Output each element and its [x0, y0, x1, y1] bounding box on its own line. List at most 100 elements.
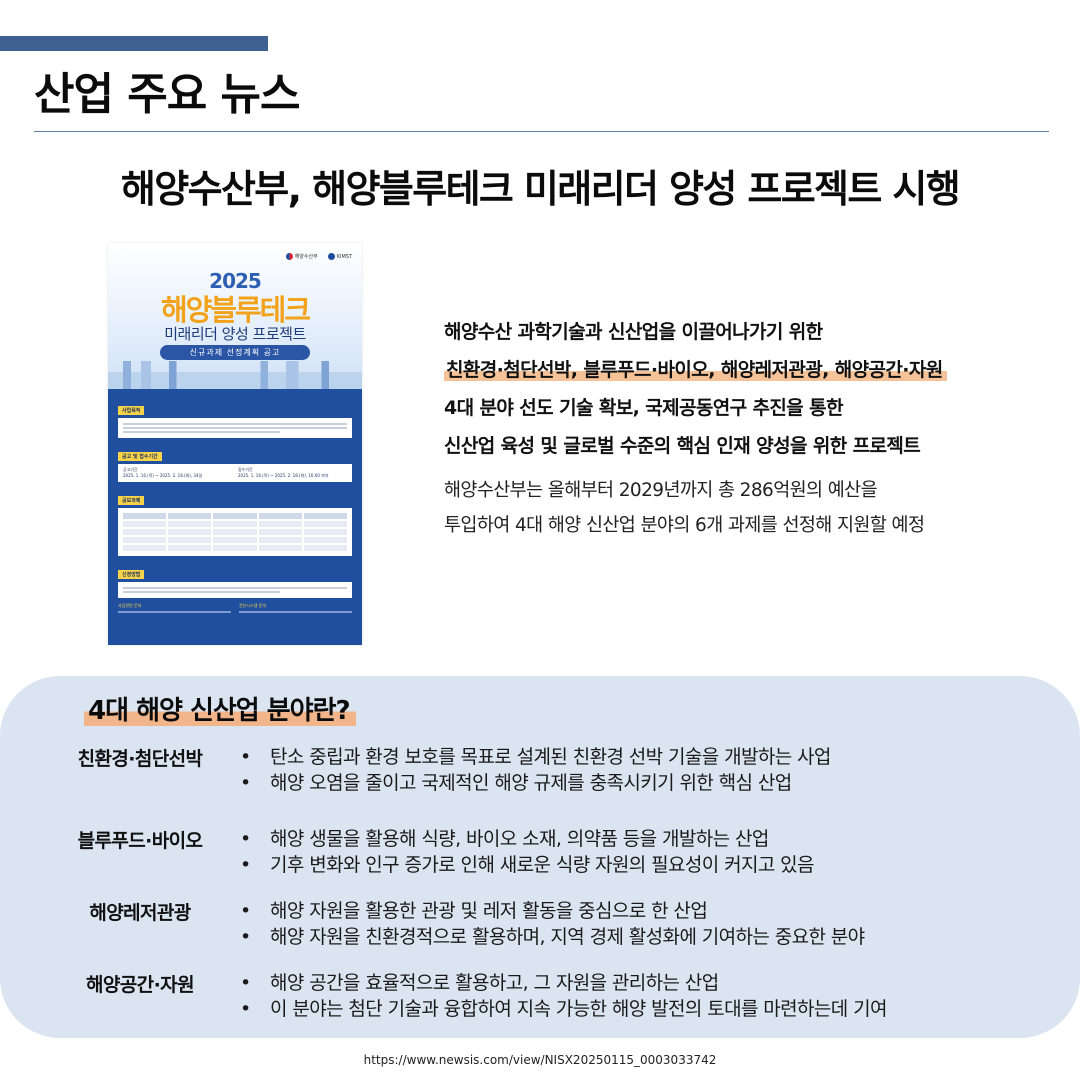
table-cell [303, 545, 348, 551]
table-cell [258, 545, 302, 551]
table-cell [168, 537, 212, 543]
poster-section-method: 신청방법 [118, 570, 145, 579]
poster-contact-system: 전산시스템 문의 [239, 603, 352, 615]
table-cell [213, 545, 257, 551]
table-cell [213, 537, 257, 543]
intro-line-3: 4대 분야 선도 기술 확보, 국제공동연구 추진을 통한 [444, 397, 844, 419]
poster-table-row [123, 521, 348, 527]
poster-notice-pill: 신규과제 선정계획 공고 [160, 345, 310, 360]
poster-table-header [123, 513, 348, 519]
field-item: 이 분야는 첨단 기술과 융합하여 지속 가능한 해양 발전의 토대를 마련하는… [240, 996, 887, 1022]
contact-biz-label: 사업관련 문의 [118, 603, 142, 608]
headline: 해양수산부, 해양블루테크 미래리더 양성 프로젝트 시행 [120, 167, 961, 211]
table-cell [258, 537, 302, 543]
kimst-logo: KIMST [327, 253, 352, 260]
field-item: 해양 오염을 줄이고 국제적인 해양 규제를 충족시키기 위한 핵심 산업 [240, 770, 831, 796]
description-line-2: 투입하여 4대 해양 신산업 분야의 6개 과제를 선정해 지원할 예정 [444, 515, 925, 536]
top-accent-bar [0, 36, 268, 51]
table-cell [123, 545, 167, 551]
section-title: 산업 주요 뉴스 [34, 69, 301, 120]
receipt-period-value: 2025. 1. 16.(목) ~ 2025. 2. 18.(화), 16:00… [238, 473, 329, 478]
intro-text: 해양수산 과학기술과 신산업을 이끌어나가기 위한 친환경·첨단선박, 블루푸드… [444, 313, 947, 465]
poster-text-line [239, 611, 352, 613]
poster-receipt-period: 접수기간 2025. 1. 16.(목) ~ 2025. 2. 18.(화), … [238, 467, 347, 479]
field-items: 해양 자원을 활용한 관광 및 레저 활동을 중심으로 한 산업 해양 자원을 … [240, 898, 865, 950]
table-cell [168, 545, 212, 551]
kimst-logo-text: KIMST [336, 253, 352, 260]
table-cell [168, 513, 212, 519]
poster-table-row [123, 537, 348, 543]
field-name: 친환경·첨단선박 [77, 748, 203, 770]
table-cell [123, 513, 167, 519]
poster-section-tasks: 공모과제 [118, 496, 145, 505]
intro-line-1: 해양수산 과학기술과 신산업을 이끌어나가기 위한 [444, 321, 823, 343]
poster-purpose-box [118, 418, 352, 438]
table-cell [213, 521, 257, 527]
intro-line-2: 친환경·첨단선박, 블루푸드·바이오, 해양레저관광, 해양공간·자원 [444, 351, 947, 389]
receipt-period-label: 접수기간 [238, 467, 253, 472]
table-cell [303, 521, 348, 527]
notice-period-label: 공고기간 [123, 467, 138, 472]
poster-text-line [123, 431, 280, 433]
poster-table-row [123, 529, 348, 535]
poster-period-box: 공고기간 2025. 1. 16.(목) ~ 2025. 2. 18.(화), … [118, 464, 352, 482]
field-items: 탄소 중립과 환경 보호를 목표로 설계된 친환경 선박 기술을 개발하는 사업… [240, 744, 831, 796]
field-name: 해양레저관광 [89, 902, 191, 924]
notice-period-value: 2025. 1. 16.(목) ~ 2025. 2. 18.(화), 34일 [123, 473, 203, 478]
table-cell [123, 529, 167, 535]
table-cell [258, 529, 302, 535]
field-item: 해양 자원을 친환경적으로 활용하며, 지역 경제 활성화에 기여하는 중요한 … [240, 924, 865, 950]
poster-task-table [118, 508, 352, 556]
budget-description: 해양수산부는 올해부터 2029년까지 총 286억원의 예산을 투입하여 4대… [444, 473, 925, 543]
poster-text-line [123, 587, 347, 589]
field-item: 해양 생물을 활용해 식량, 바이오 소재, 의약품 등을 개발하는 산업 [240, 826, 814, 852]
table-cell [303, 513, 348, 519]
poster-text-line [118, 611, 231, 613]
panel-title-text: 4대 해양 신산업 분야란? [84, 696, 356, 726]
field-item: 기후 변화와 인구 증가로 인해 새로운 식량 자원의 필요성이 커지고 있음 [240, 852, 815, 878]
table-cell [213, 529, 257, 535]
description-line-1: 해양수산부는 올해부터 2029년까지 총 286억원의 예산을 [444, 480, 878, 501]
title-divider [34, 131, 1049, 132]
intro-line-4: 신산업 육성 및 글로벌 수준의 핵심 인재 양성을 위한 프로젝트 [444, 435, 921, 457]
poster-section-purpose: 사업목적 [118, 406, 145, 415]
intro-highlight: 친환경·첨단선박, 블루푸드·바이오, 해양레저관광, 해양공간·자원 [444, 359, 947, 381]
field-item: 해양 자원을 활용한 관광 및 레저 활동을 중심으로 한 산업 [240, 898, 865, 924]
field-items: 해양 생물을 활용해 식량, 바이오 소재, 의약품 등을 개발하는 산업 기후… [240, 826, 815, 878]
ministry-logo: 해양수산부 [285, 253, 318, 260]
project-poster: 해양수산부 KIMST 2025 해양블루테크 미래리더 양성 프로젝트 신규과… [108, 243, 362, 645]
poster-port-illustration [108, 361, 362, 389]
contact-system-label: 전산시스템 문의 [239, 603, 267, 608]
table-cell [303, 529, 348, 535]
poster-method-box [118, 582, 352, 598]
poster-body: 사업목적 공고 및 접수기간 공고기간 2025. 1. 16.(목) ~ 20… [108, 389, 362, 645]
poster-footer: 사업관련 문의 전산시스템 문의 [118, 603, 352, 615]
ministry-logo-text: 해양수산부 [294, 254, 318, 260]
panel-title: 4대 해양 신산업 분야란? [84, 690, 356, 727]
field-items: 해양 공간을 효율적으로 활용하고, 그 자원을 관리하는 산업 이 분야는 첨… [240, 970, 887, 1022]
field-item: 탄소 중립과 환경 보호를 목표로 설계된 친환경 선박 기술을 개발하는 사업 [240, 744, 831, 770]
table-cell [258, 513, 302, 519]
table-cell [168, 521, 212, 527]
taegeuk-icon [285, 253, 293, 260]
table-cell [123, 521, 167, 527]
poster-header: 해양수산부 KIMST 2025 해양블루테크 미래리더 양성 프로젝트 신규과… [108, 243, 362, 389]
poster-notice-period: 공고기간 2025. 1. 16.(목) ~ 2025. 2. 18.(화), … [123, 467, 232, 479]
poster-subtitle: 미래리더 양성 프로젝트 [164, 325, 306, 343]
poster-text-line [123, 591, 280, 593]
table-cell [168, 529, 212, 535]
poster-contact-biz: 사업관련 문의 [118, 603, 231, 615]
poster-table-row [123, 545, 348, 551]
table-cell [258, 521, 302, 527]
table-cell [213, 513, 257, 519]
poster-brand: 해양블루테크 [160, 293, 311, 327]
field-name: 해양공간·자원 [86, 974, 195, 996]
poster-section-period: 공고 및 접수기간 [118, 452, 162, 461]
field-name: 블루푸드·바이오 [77, 830, 203, 852]
poster-logos: 해양수산부 KIMST [285, 253, 352, 260]
table-cell [123, 537, 167, 543]
field-item: 해양 공간을 효율적으로 활용하고, 그 자원을 관리하는 산업 [240, 970, 887, 996]
source-url: https://www.newsis.com/view/NISX20250115… [363, 1053, 717, 1067]
poster-year: 2025 [209, 269, 262, 293]
poster-text-line [123, 427, 347, 429]
